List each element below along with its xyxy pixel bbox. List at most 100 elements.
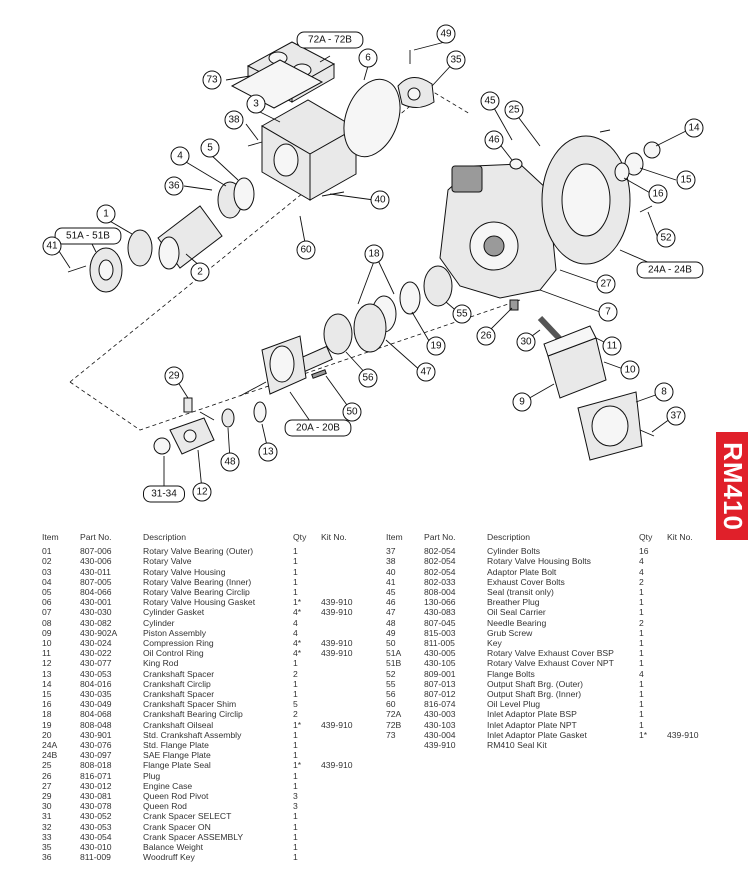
callout-bubble: [364, 244, 384, 264]
cell-qty: 4: [293, 617, 298, 628]
callout-number: 46: [488, 135, 500, 146]
cell-description: Plug: [143, 770, 161, 781]
cell-item: 27: [42, 780, 52, 791]
cell-part-no: 430-030: [80, 607, 112, 618]
callout-bubble: [436, 24, 456, 44]
callout-bubble: [620, 360, 640, 380]
callout-bubble: [246, 94, 266, 114]
cell-item: 50: [386, 638, 396, 649]
cell-part-no: 430-053: [80, 668, 112, 679]
cell-description: Inlet Adaptor Plate BSP: [487, 709, 577, 720]
cell-item: 46: [386, 597, 396, 608]
cell-kit-no: 439-910: [321, 607, 353, 618]
cell-part-no: 807-006: [80, 546, 112, 557]
cell-description: Exhaust Cover Bolts: [487, 576, 565, 587]
cell-item: 37: [386, 546, 396, 557]
cell-item: 48: [386, 617, 396, 628]
cell-qty: 4*: [293, 607, 302, 618]
parts-table-left: Item Part No. Description Qty Kit No. 01…: [42, 532, 377, 863]
cell-kit-no: 439-910: [667, 729, 699, 740]
breather-plug-part: [509, 158, 523, 170]
cell-description: Cylinder Bolts: [487, 546, 541, 557]
callout: 60: [296, 240, 316, 260]
cell-part-no: 430-054: [80, 831, 112, 842]
cell-part-no: 430-012: [80, 780, 112, 791]
cell-item: 38: [386, 556, 396, 567]
cell-kit-no: [321, 781, 377, 791]
callout: 18: [364, 244, 384, 264]
callout-bubble: [296, 240, 316, 260]
cell-part-no: 811-009: [80, 852, 111, 863]
cell-qty: 1: [293, 556, 298, 567]
cell-item: 33: [42, 831, 52, 842]
cell-qty: 1*: [639, 729, 648, 740]
cell-kit-no: [321, 699, 377, 709]
callout-number: 55: [456, 309, 468, 320]
cell-part-no: 430-049: [80, 699, 112, 710]
cell-part-no: 808-004: [424, 587, 456, 598]
cell-description: Crankshaft Circlip: [143, 678, 211, 689]
callout-bubble: [602, 336, 622, 356]
callout: 45: [480, 91, 500, 111]
callout-number: 5: [207, 143, 213, 154]
header-description: Description: [143, 532, 186, 542]
cell-item: 15: [42, 689, 52, 700]
cell-item: 29: [42, 791, 52, 802]
callout-bubble: [96, 204, 116, 224]
cell-qty: 1: [293, 740, 298, 751]
callout-number: 3: [253, 99, 259, 110]
queen-rod-pivot-part: [183, 397, 193, 413]
cell-part-no: 430-006: [80, 556, 112, 567]
cell-kit-no: [667, 556, 723, 566]
header-kit-no: Kit No.: [321, 532, 347, 542]
cell-kit-no: [667, 577, 723, 587]
cell-description: Adaptor Plate Bolt: [487, 566, 557, 577]
cell-kit-no: [321, 628, 377, 638]
cell-qty: 1: [639, 648, 644, 659]
cell-description: Oil Seal Carrier: [487, 607, 546, 618]
callout-bubble: [192, 482, 212, 502]
cell-qty: 4*: [293, 638, 302, 649]
callout-number: 72A - 72B: [308, 35, 352, 46]
cell-description: Key: [487, 638, 502, 649]
callout-number: 14: [688, 123, 700, 134]
callout-bubble: [676, 170, 696, 190]
cell-part-no: 816-074: [424, 699, 456, 710]
callout: 12: [192, 482, 212, 502]
cell-item: 02: [42, 556, 52, 567]
callout-bubble: [656, 228, 676, 248]
cell-qty: 4: [293, 627, 298, 638]
cell-part-no: 430-035: [80, 689, 112, 700]
valve-bearing-circlip-part: [233, 177, 255, 211]
cell-kit-no: [667, 720, 723, 730]
callout-bubble: [190, 262, 210, 282]
rotary-valve-housing-part: [260, 99, 358, 201]
cell-qty: 1: [639, 658, 644, 669]
cell-description: Cylinder: [143, 617, 175, 628]
cell-description: Crankshaft Bearing Circlip: [143, 709, 243, 720]
cell-description: Queen Rod: [143, 801, 187, 812]
cell-qty: 1: [293, 546, 298, 557]
callout: 31-34: [143, 485, 185, 503]
cell-item: 14: [42, 678, 52, 689]
cell-part-no: 811-005: [424, 638, 455, 649]
cell-part-no: 815-003: [424, 627, 456, 638]
cell-kit-no: 439-910: [321, 719, 353, 730]
cell-description: Rotary Valve Bearing Circlip: [143, 587, 250, 598]
callout: 2: [190, 262, 210, 282]
cell-qty: 1: [639, 597, 644, 608]
cell-part-no: 130-066: [424, 597, 456, 608]
cell-item: 60: [386, 699, 396, 710]
oil-seal-carrier-part: [353, 303, 387, 353]
cell-part-no: 430-077: [80, 658, 112, 669]
